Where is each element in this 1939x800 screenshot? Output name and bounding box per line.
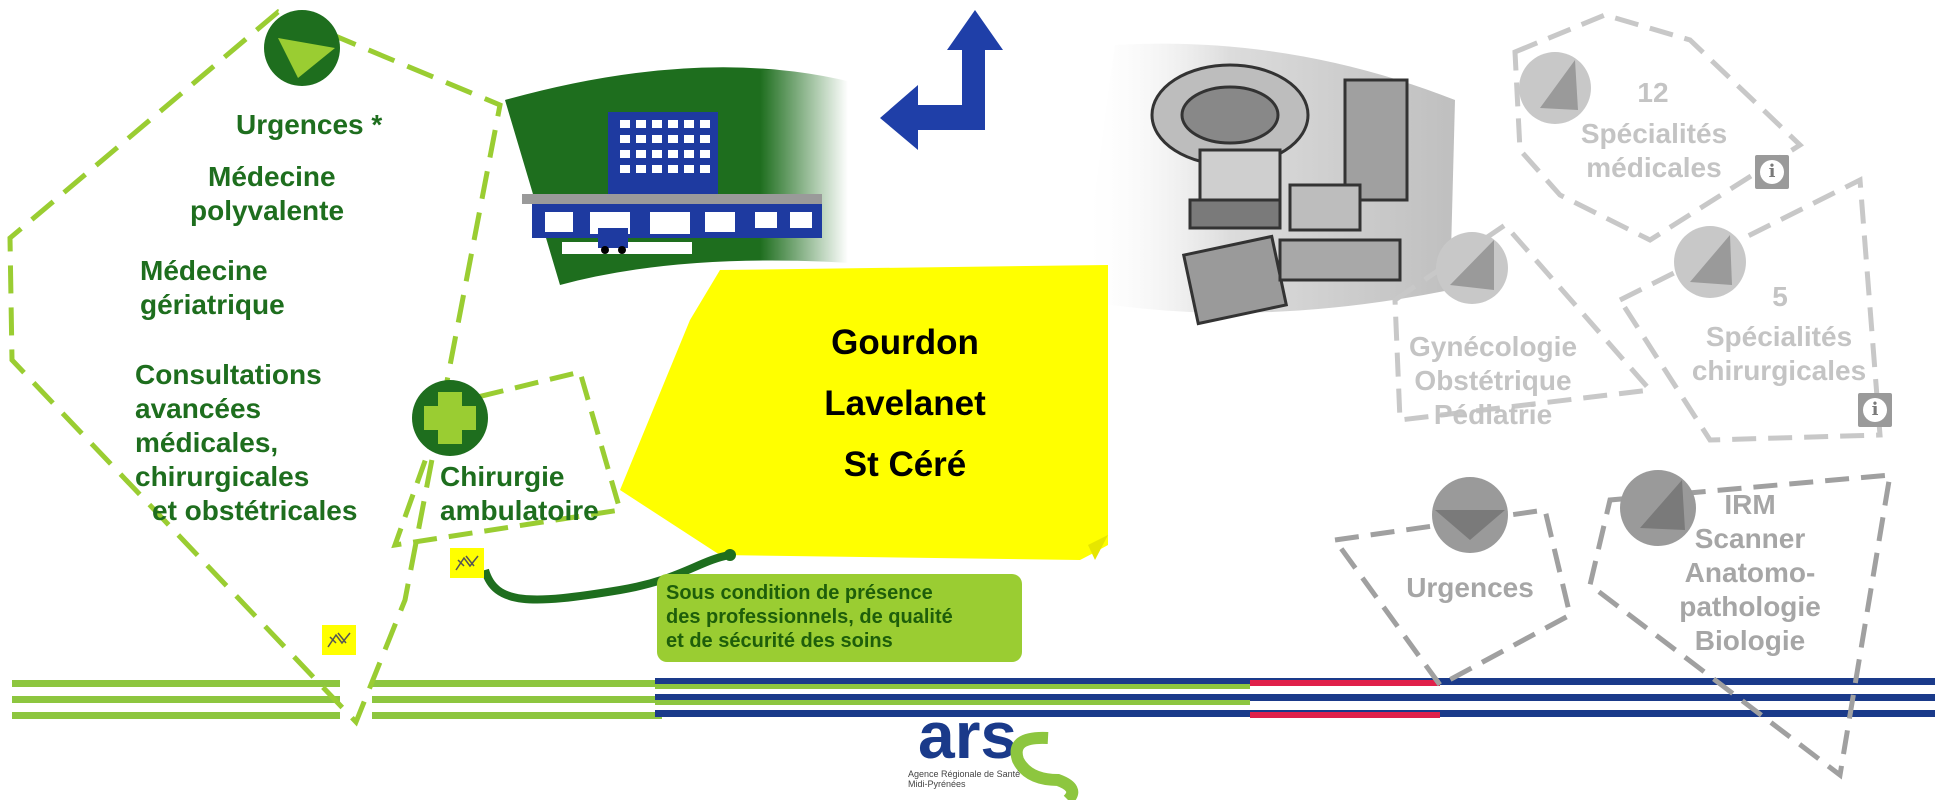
info-icon[interactable]: i — [1755, 155, 1789, 189]
ars-wordmark: ars — [918, 698, 1017, 772]
imaging-label-2: Scanner — [1694, 523, 1806, 554]
specialites-chirurgicales-label-2: chirurgicales — [1691, 355, 1867, 386]
urgences-label: Urgences * — [236, 109, 383, 140]
ars-logo: ars — [918, 698, 1079, 800]
pie-chart-icon — [1519, 52, 1591, 124]
left-services-zone — [7, 9, 503, 727]
gynecologie-label-1: Gynécologie — [1408, 331, 1578, 362]
imaging-label-4: pathologie — [1679, 591, 1821, 622]
specialites-medicales-count: 12 — [1637, 77, 1669, 108]
condition-note-line: et de sécurité des soins — [666, 630, 893, 652]
pie-chart-icon — [1620, 470, 1696, 546]
return-arrow-icon — [880, 10, 1003, 150]
medical-cross-icon — [412, 380, 488, 456]
connector-curve — [481, 551, 731, 604]
condition-note: Sous condition de présence des professio… — [666, 581, 1016, 653]
gynecologie-label-3: Pédiatrie — [1433, 399, 1553, 430]
chirurgie-ambulatoire-label-2: ambulatoire — [440, 495, 599, 526]
consultations-label-1: Consultations — [135, 359, 322, 390]
pie-chart-icon — [264, 10, 340, 86]
site-name: Lavelanet — [824, 384, 986, 423]
medecine-geriatrique-label-2: gériatrique — [140, 289, 285, 320]
medecine-geriatrique-label-1: Médecine — [140, 255, 268, 286]
consultations-label-2: avancées — [135, 393, 262, 424]
specialites-chirurgicales-count: 5 — [1772, 281, 1788, 312]
pie-chart-icon — [1432, 477, 1508, 553]
sites-list: Gourdon Lavelanet St Céré — [780, 312, 1030, 495]
imaging-label-5: Biologie — [1694, 625, 1806, 656]
ambulatory-zone — [391, 369, 624, 549]
chirurgie-ambulatoire-label-1: Chirurgie — [440, 461, 565, 492]
sites-sticky-note — [620, 265, 1108, 560]
consultations-label-5: et obstétricales — [152, 495, 358, 526]
specialites-chirurgicales-label-1: Spécialités — [1705, 321, 1853, 352]
pie-chart-icon — [1436, 232, 1508, 304]
medical-equipment-icon — [1150, 63, 1409, 326]
stamp-icon — [322, 625, 356, 655]
ars-logo-subtitle: Agence Régionale de Santé Midi-Pyrénées — [908, 769, 1020, 789]
site-name: Gourdon — [831, 323, 979, 362]
medecine-polyvalente-label-1: Médecine — [208, 161, 336, 192]
consultations-label-4: chirurgicales — [135, 461, 310, 492]
hospital-icon — [522, 112, 822, 254]
info-icon[interactable]: i — [1858, 393, 1892, 427]
site-name: St Céré — [843, 445, 967, 484]
imaging-label-1: IRM — [1724, 489, 1776, 520]
consultations-label-3: médicales, — [135, 427, 279, 458]
specialites-medicales-label-2: médicales — [1586, 152, 1722, 183]
condition-note-line: des professionnels, de qualité — [666, 606, 953, 628]
condition-note-box — [657, 574, 1022, 662]
condition-note-line: Sous condition de présence — [666, 582, 933, 604]
stamp-icon — [450, 548, 484, 578]
ars-logo-line1: Agence Régionale de Santé — [908, 769, 1021, 779]
bottom-stripes — [12, 678, 1935, 719]
ars-logo-line2: Midi-Pyrénées — [908, 779, 966, 789]
medecine-polyvalente-label-2: polyvalente — [190, 195, 345, 226]
pie-chart-icon — [1674, 226, 1746, 298]
gynecologie-label-2: Obstétrique — [1414, 365, 1572, 396]
imaging-label-3: Anatomo- — [1684, 557, 1816, 588]
urgences-right-label: Urgences — [1406, 572, 1534, 603]
specialites-medicales-label-1: Spécialités — [1580, 118, 1728, 149]
